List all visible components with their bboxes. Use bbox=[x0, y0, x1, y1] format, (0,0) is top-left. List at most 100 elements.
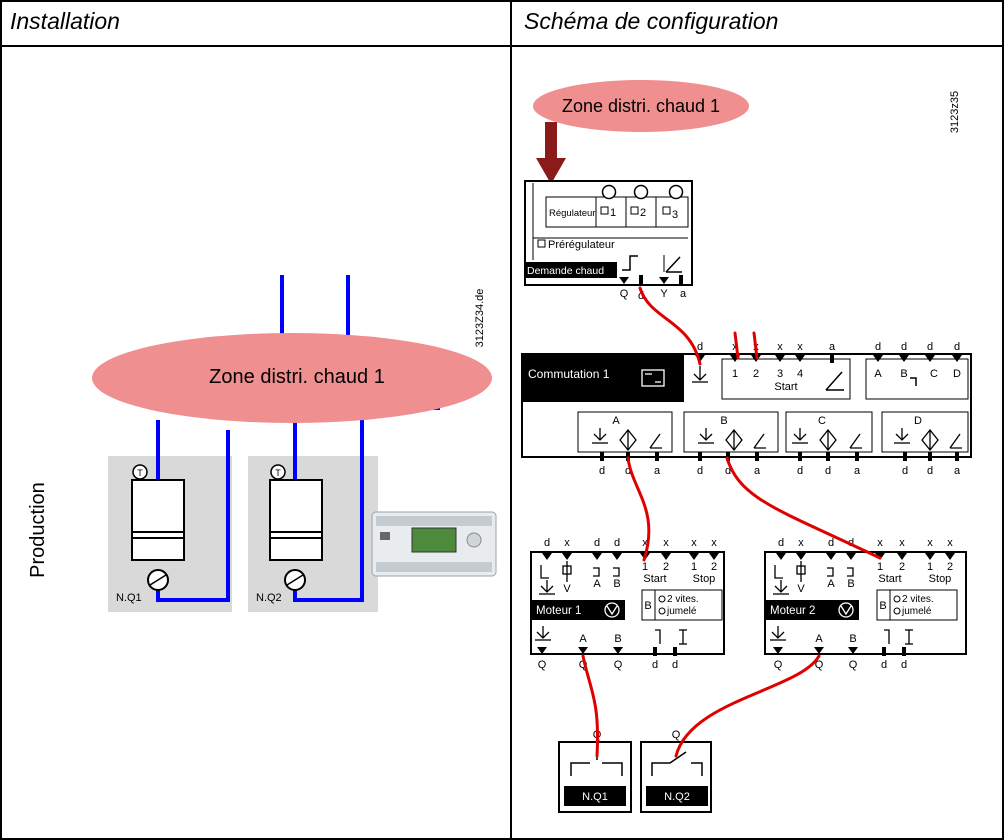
wires bbox=[581, 286, 882, 758]
boiler-2-label: N.Q2 bbox=[256, 592, 282, 604]
m1-bottom-pin: d bbox=[652, 659, 658, 671]
m1-b-box: B bbox=[644, 600, 651, 612]
m2-jumele: jumelé bbox=[901, 606, 932, 617]
com-top-right-d1: d bbox=[875, 341, 881, 353]
m1-a-out: A bbox=[579, 633, 587, 645]
m2-top-pin: x bbox=[899, 537, 905, 549]
m1-top-pin: x bbox=[691, 537, 697, 549]
m1-bottom-pin: d bbox=[672, 659, 678, 671]
m1-n2: 2 bbox=[663, 561, 669, 573]
com-top-pin-x3: x bbox=[777, 341, 783, 353]
m2-n1: 1 bbox=[877, 561, 883, 573]
demande-chaud-label: Demande chaud bbox=[527, 265, 604, 277]
com-start-label: Start bbox=[774, 381, 797, 393]
m2-n2: 2 bbox=[899, 561, 905, 573]
config-ref-code: 3123z35 bbox=[949, 91, 961, 133]
commutation-icon bbox=[641, 369, 665, 387]
com-group-d: D bbox=[914, 415, 922, 427]
relay-1-label: N.Q1 bbox=[582, 791, 608, 803]
installation-panel: Zone distri. chaud 1 T N.Q1 T bbox=[27, 275, 497, 612]
m2-v-label: V bbox=[797, 583, 805, 595]
zone-label: Zone distri. chaud 1 bbox=[209, 366, 385, 388]
m2-a-out: A bbox=[815, 633, 823, 645]
wire-m2-to-relay2 bbox=[674, 654, 821, 758]
m2-bottom-pin: Q bbox=[815, 659, 824, 671]
com-bottom-pin: d bbox=[625, 465, 631, 477]
com-top-pin-a: a bbox=[829, 341, 836, 353]
com-top-right-d3: d bbox=[927, 341, 933, 353]
m2-bottom-pin: d bbox=[901, 659, 907, 671]
com-bottom-pin: d bbox=[599, 465, 605, 477]
zone-arrow-icon bbox=[536, 122, 566, 184]
com-abcd-b: B bbox=[900, 368, 907, 380]
m2-b-box: B bbox=[879, 600, 886, 612]
com-abcd-a: A bbox=[874, 368, 882, 380]
m1-top-pin: x bbox=[564, 537, 570, 549]
m2-b-out: B bbox=[849, 633, 856, 645]
thermostat-symbol: T bbox=[275, 468, 281, 478]
pump-symbol-icon bbox=[838, 602, 854, 618]
slot-2-label: 2 bbox=[640, 207, 646, 219]
com-bottom-pin: d bbox=[797, 465, 803, 477]
com-group-c: C bbox=[818, 415, 826, 427]
com-abcd-d: D bbox=[953, 368, 961, 380]
motor-2-block: d x d d x x x x bbox=[764, 537, 967, 671]
m2-vites: 2 vites. bbox=[902, 594, 934, 605]
m1-bottom-pin: Q bbox=[614, 659, 623, 671]
m2-top-pin: x bbox=[877, 537, 883, 549]
configuration-panel: 3123z35 Zone distri. chaud 1 Régulateur bbox=[521, 80, 972, 813]
com-bottom-pin: a bbox=[754, 465, 761, 477]
m2-a-label: A bbox=[827, 578, 835, 590]
m2-bottom-pin: Q bbox=[774, 659, 783, 671]
com-group-b: B bbox=[720, 415, 727, 427]
m2-top-pin: x bbox=[798, 537, 804, 549]
m2-top-pin: d bbox=[778, 537, 784, 549]
wire-reg-to-com bbox=[638, 286, 702, 366]
slot-3-label: 3 bbox=[672, 209, 678, 221]
m2-top-pin: x bbox=[927, 537, 933, 549]
thermostat-icon bbox=[270, 464, 286, 480]
com-group-a: A bbox=[612, 415, 620, 427]
commutation-title: Commutation 1 bbox=[528, 367, 610, 381]
slot-1-label: 1 bbox=[610, 207, 616, 219]
com-abcd-c: C bbox=[930, 368, 938, 380]
m2-n3: 1 bbox=[927, 561, 933, 573]
m1-bottom-pin: Q bbox=[579, 659, 588, 671]
m2-n4: 2 bbox=[947, 561, 953, 573]
com-bottom-pin: d bbox=[825, 465, 831, 477]
wire-com-b-to-m2 bbox=[725, 456, 882, 560]
boiler-1: T N.Q1 bbox=[116, 464, 185, 604]
com-in-2: 2 bbox=[753, 368, 759, 380]
com-bottom-pin: d bbox=[927, 465, 933, 477]
m1-top-pin: x bbox=[711, 537, 717, 549]
m1-n3: 1 bbox=[691, 561, 697, 573]
installation-ref-code: 3123Z34.de bbox=[474, 289, 486, 348]
com-bottom-pin: d bbox=[725, 465, 731, 477]
reg-out-q: Q bbox=[620, 288, 629, 300]
m1-top-pin: x bbox=[663, 537, 669, 549]
wire-com-x2 bbox=[752, 331, 759, 360]
wire-com-x1 bbox=[733, 331, 740, 360]
com-bottom-pin: d bbox=[697, 465, 703, 477]
com-bottom-pin: d bbox=[902, 465, 908, 477]
m1-start-label: Start bbox=[643, 573, 666, 585]
m1-vites: 2 vites. bbox=[667, 594, 699, 605]
m2-top-pin: d bbox=[828, 537, 834, 549]
com-in-1: 1 bbox=[732, 368, 738, 380]
config-zone-ellipse bbox=[533, 80, 749, 132]
boiler-1-label: N.Q1 bbox=[116, 592, 142, 604]
header-installation: Installation bbox=[10, 8, 120, 34]
com-bottom-pin: a bbox=[854, 465, 861, 477]
reg-out-y: Y bbox=[660, 288, 668, 300]
boiler-2: T N.Q2 bbox=[256, 464, 323, 604]
m2-start-label: Start bbox=[878, 573, 901, 585]
motor-1-title: Moteur 1 bbox=[536, 605, 581, 617]
m1-b-out: B bbox=[614, 633, 621, 645]
m1-top-pin: d bbox=[544, 537, 550, 549]
wire-m1-to-relay1 bbox=[581, 654, 600, 758]
com-top-pin-x4: x bbox=[797, 341, 803, 353]
m1-jumele: jumelé bbox=[666, 606, 697, 617]
regulateur-label: Régulateur bbox=[549, 208, 595, 219]
com-in-3: 3 bbox=[777, 368, 783, 380]
